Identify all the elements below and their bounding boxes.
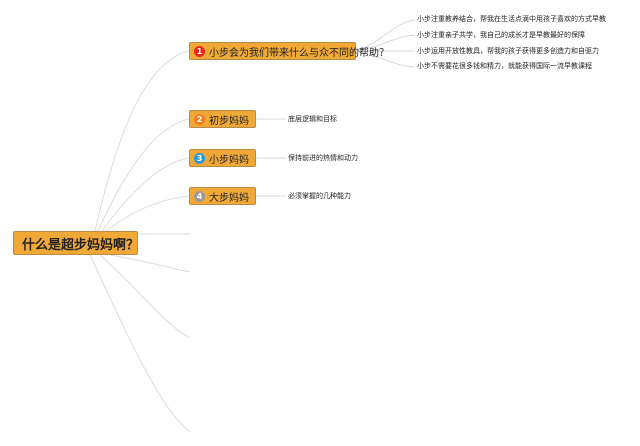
connector-branch-1-leaf-2 — [355, 34, 416, 52]
leaf-node[interactable]: 小步注重教养结合，帮我在生活点滴中用孩子喜欢的方式早教 — [417, 15, 606, 23]
branch-node-label: 小步会为我们带来什么与众不同的帮助？ — [209, 47, 389, 59]
branch-node-label: 初步妈妈 — [209, 115, 249, 127]
connector-root-branch-2 — [97, 118, 190, 232]
branch-node-label: 大步妈妈 — [209, 192, 249, 204]
branch-node-3[interactable]: 3 小步妈妈 — [189, 149, 256, 167]
branch-node-4[interactable]: 4 大步妈妈 — [189, 187, 256, 205]
leaf-node[interactable]: 小步不需要花很多钱和精力，就能获得国际一流早教课程 — [417, 62, 592, 70]
branch-node-2[interactable]: 2 初步妈妈 — [189, 110, 256, 128]
leaf-node[interactable]: 保持前进的热情和动力 — [288, 154, 358, 162]
connector-root-branch-3 — [101, 157, 190, 232]
number-3-icon: 3 — [194, 152, 205, 164]
root-node[interactable]: 什么是超步妈妈啊？ — [13, 231, 140, 255]
leaf-node[interactable]: 必须掌握的几种能力 — [288, 192, 351, 200]
leaf-node[interactable]: 小步运用开放性教具，帮我的孩子获得更多创造力和自驱力 — [417, 47, 599, 55]
number-2-icon: 2 — [194, 113, 205, 125]
connector-branch-1-leaf-4 — [355, 50, 416, 68]
leaf-node[interactable]: 底层逻辑和目标 — [288, 115, 337, 123]
connector-root-empty-3 — [99, 254, 191, 339]
connector-root-branch-4 — [105, 195, 190, 232]
root-node-label: 什么是超步妈妈啊？ — [22, 237, 140, 253]
number-1-icon: 1 — [194, 45, 205, 57]
branch-node-1[interactable]: 1 小步会为我们带来什么与众不同的帮助？ — [189, 42, 389, 60]
connector-root-empty-4 — [89, 254, 191, 433]
connector-branch-1-leaf-1 — [355, 19, 416, 52]
connector-root-empty-2 — [109, 254, 191, 273]
leaf-node[interactable]: 小步注重亲子共学，我自己的成长才是早教最好的保障 — [417, 31, 585, 39]
branch-node-label: 小步妈妈 — [209, 154, 249, 166]
connector-root-branch-1 — [94, 50, 190, 232]
number-4-icon: 4 — [194, 190, 205, 202]
